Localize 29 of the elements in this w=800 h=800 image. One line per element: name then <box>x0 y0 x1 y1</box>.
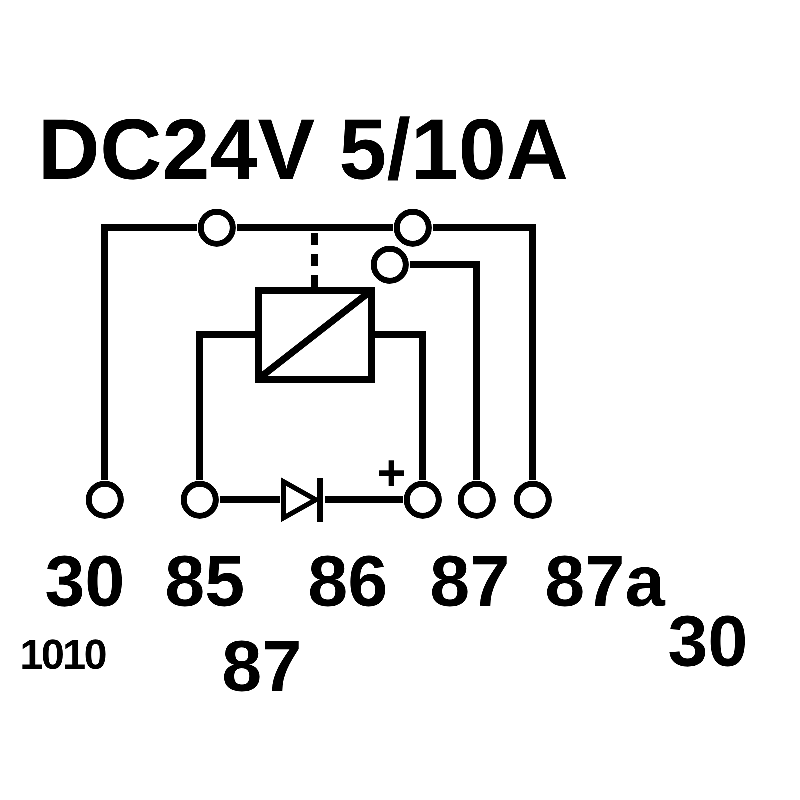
terminal-circle <box>197 208 237 248</box>
wire <box>220 496 280 504</box>
terminal-circle <box>457 480 497 520</box>
terminal-number: 87 <box>430 546 510 618</box>
terminal-circle <box>393 208 433 248</box>
terminal-circle <box>513 480 553 520</box>
wire <box>433 224 536 480</box>
terminal-circle <box>85 480 125 520</box>
polarity-sign: + <box>377 448 406 498</box>
terminal-circle <box>180 480 220 520</box>
wire <box>237 224 393 232</box>
title: DC24V 5/10A <box>38 107 569 193</box>
wire <box>375 332 426 480</box>
terminal-number: 86 <box>308 546 388 618</box>
terminal-circle <box>403 480 443 520</box>
terminal-number: 30 <box>668 606 748 678</box>
terminal-circle <box>370 245 410 285</box>
wire <box>102 224 197 480</box>
code-number: 1010 <box>20 634 106 676</box>
diode-symbol <box>280 476 325 524</box>
terminal-number: 30 <box>45 546 126 618</box>
wire <box>325 496 403 504</box>
wire <box>410 262 480 480</box>
terminal-number: 87a <box>545 546 666 618</box>
terminal-number: 87 <box>222 631 302 703</box>
terminal-number: 85 <box>165 546 246 618</box>
mechanical-link-line <box>312 232 318 287</box>
relay-coil-box <box>255 287 375 383</box>
wire <box>196 332 255 480</box>
